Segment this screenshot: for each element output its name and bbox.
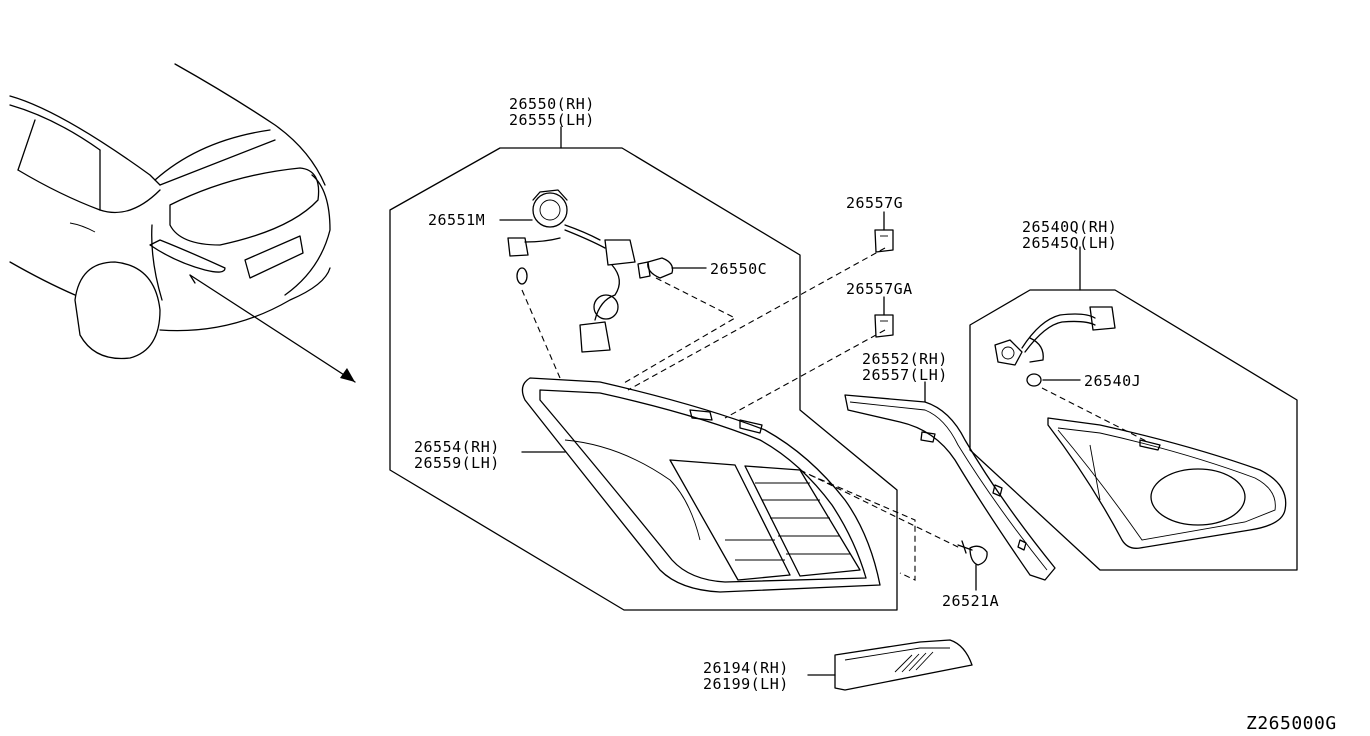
assembly-26540Q-outline — [969, 289, 1298, 571]
callout-26540J-label: 26540J — [1084, 372, 1141, 390]
callout-26540Q-line-1: 26540Q(RH) — [1022, 218, 1117, 236]
callout-26521A[interactable]: 26521A — [942, 592, 999, 610]
tail-lamp-body-26554 — [521, 377, 881, 593]
vehicle-rear-illustration — [9, 63, 356, 383]
callout-26194-line-1: 26194(RH) — [703, 659, 789, 677]
callout-26540Q-line-2: 26545Q(LH) — [1022, 234, 1117, 252]
callout-26550[interactable]: 26550(RH) 26555(LH) — [509, 95, 595, 129]
callout-26554[interactable]: 26554(RH) 26559(LH) — [414, 438, 500, 472]
lamp-26194 — [834, 639, 973, 691]
callout-26551M-label: 26551M — [428, 211, 485, 229]
callout-26540J[interactable]: 26540J — [1084, 372, 1141, 390]
callout-26557GA-label: 26557GA — [846, 280, 913, 298]
callout-26194-line-2: 26199(LH) — [703, 675, 789, 693]
callout-26521A-label: 26521A — [942, 592, 999, 610]
finisher-strip-26552 — [844, 394, 1056, 581]
callout-26550-line-1: 26550(RH) — [509, 95, 595, 113]
callout-26540Q[interactable]: 26540Q(RH) 26545Q(LH) — [1022, 218, 1117, 252]
inner-lamp-26540Q — [1047, 417, 1287, 549]
diagram-code: Z265000G — [1246, 713, 1337, 734]
callout-26550C[interactable]: 26550C — [710, 260, 767, 278]
clip-26557GA — [874, 314, 894, 338]
callout-26554-line-1: 26554(RH) — [414, 438, 500, 456]
callout-26552[interactable]: 26552(RH) 26557(LH) — [862, 350, 948, 384]
callout-26550C-label: 26550C — [710, 260, 767, 278]
assembly-26550-outline — [389, 147, 898, 611]
bulb-26550C — [637, 257, 674, 279]
callout-26557G[interactable]: 26557G — [846, 194, 903, 212]
callout-26551M[interactable]: 26551M — [428, 211, 485, 229]
callout-26554-line-2: 26559(LH) — [414, 454, 500, 472]
callout-26557GA[interactable]: 26557GA — [846, 280, 913, 298]
callout-26550-line-2: 26555(LH) — [509, 111, 595, 129]
screw-26521A — [957, 540, 988, 566]
callout-26552-line-2: 26557(LH) — [862, 366, 948, 384]
callout-26194[interactable]: 26194(RH) 26199(LH) — [703, 659, 789, 693]
socket-harness-26540Q — [994, 306, 1116, 387]
callout-26557G-label: 26557G — [846, 194, 903, 212]
clip-26557G — [874, 229, 894, 253]
socket-harness-26551M — [507, 189, 636, 353]
callout-26552-line-1: 26552(RH) — [862, 350, 948, 368]
